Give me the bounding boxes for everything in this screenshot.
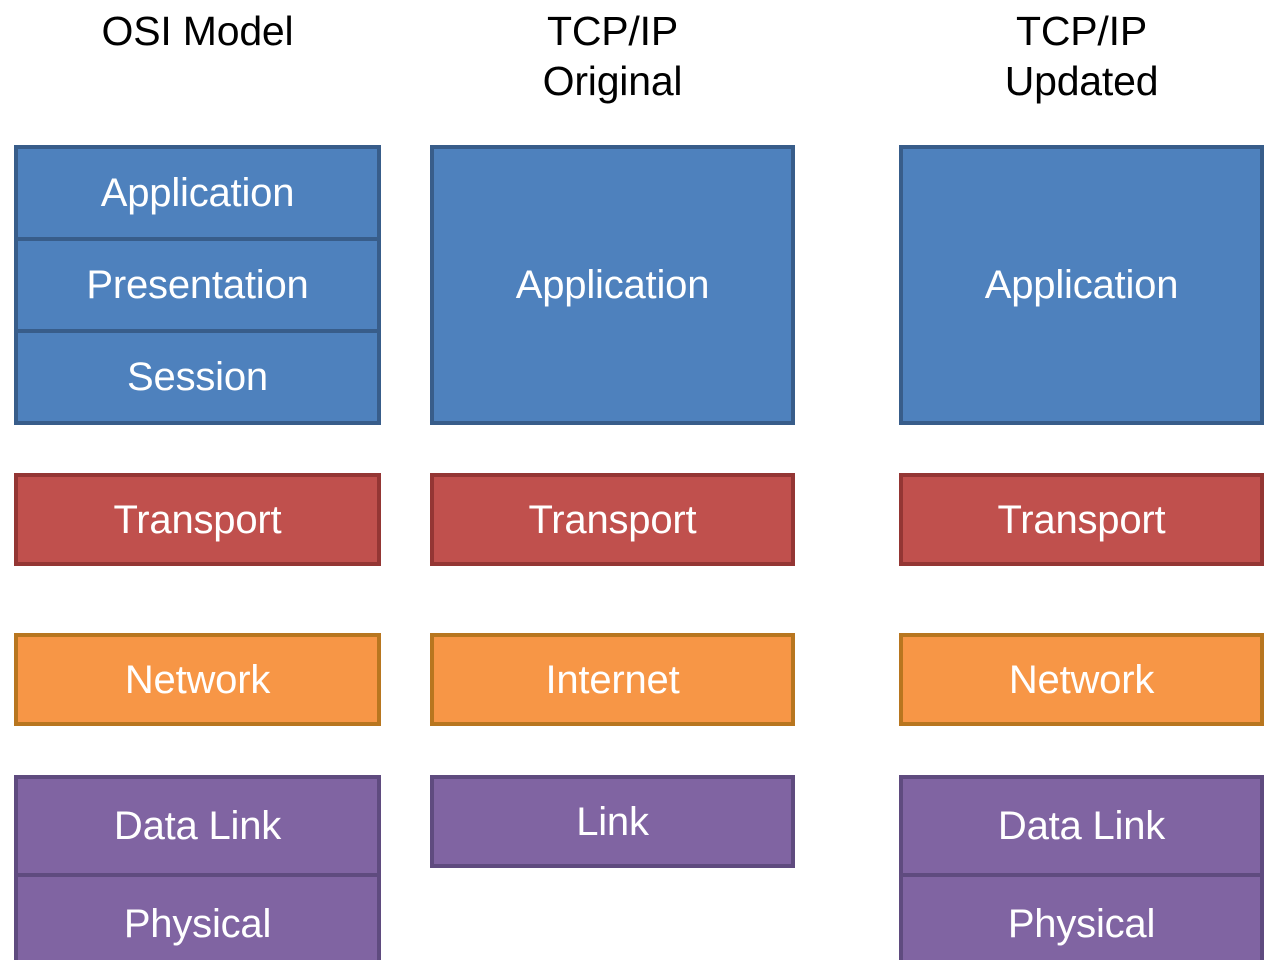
tcpip-original-application-group: Application xyxy=(430,145,795,425)
tcpip-original-layer-application[interactable]: Application xyxy=(434,149,791,421)
tcpip-original-link-group: Link xyxy=(430,775,795,868)
osi-layer-data-link[interactable]: Data Link xyxy=(18,779,377,873)
osi-layer-transport[interactable]: Transport xyxy=(18,477,377,562)
tcpip-original-layer-link[interactable]: Link xyxy=(434,779,791,864)
osi-network-group: Network xyxy=(14,633,381,726)
tcpip-updated-layer-network[interactable]: Network xyxy=(903,637,1260,722)
osi-transport-group: Transport xyxy=(14,473,381,566)
column-header-osi: OSI Model xyxy=(101,8,294,54)
tcpip-updated-network-group: Network xyxy=(899,633,1264,726)
tcpip-updated-application-group: Application xyxy=(899,145,1264,425)
tcpip-original-network-group: Internet xyxy=(430,633,795,726)
osi-application-group: Application Presentation Session xyxy=(14,145,381,425)
osi-link-group: Data Link Physical xyxy=(14,775,381,960)
osi-layer-presentation[interactable]: Presentation xyxy=(18,237,377,329)
tcpip-original-layer-internet[interactable]: Internet xyxy=(434,637,791,722)
tcpip-updated-transport-group: Transport xyxy=(899,473,1264,566)
column-header-tcpip-updated: TCP/IP Updated xyxy=(1004,8,1159,104)
tcpip-updated-layer-transport[interactable]: Transport xyxy=(903,477,1260,562)
column-header-tcpip-original: TCP/IP Original xyxy=(542,8,683,104)
tcpip-original-transport-group: Transport xyxy=(430,473,795,566)
tcpip-original-layer-transport[interactable]: Transport xyxy=(434,477,791,562)
tcpip-updated-layer-application[interactable]: Application xyxy=(903,149,1260,421)
osi-layer-physical[interactable]: Physical xyxy=(18,873,377,960)
osi-layer-network[interactable]: Network xyxy=(18,637,377,722)
tcpip-updated-layer-data-link[interactable]: Data Link xyxy=(903,779,1260,873)
osi-layer-application[interactable]: Application xyxy=(18,149,377,237)
osi-layer-session[interactable]: Session xyxy=(18,329,377,421)
tcpip-updated-layer-physical[interactable]: Physical xyxy=(903,873,1260,960)
tcpip-updated-link-group: Data Link Physical xyxy=(899,775,1264,960)
